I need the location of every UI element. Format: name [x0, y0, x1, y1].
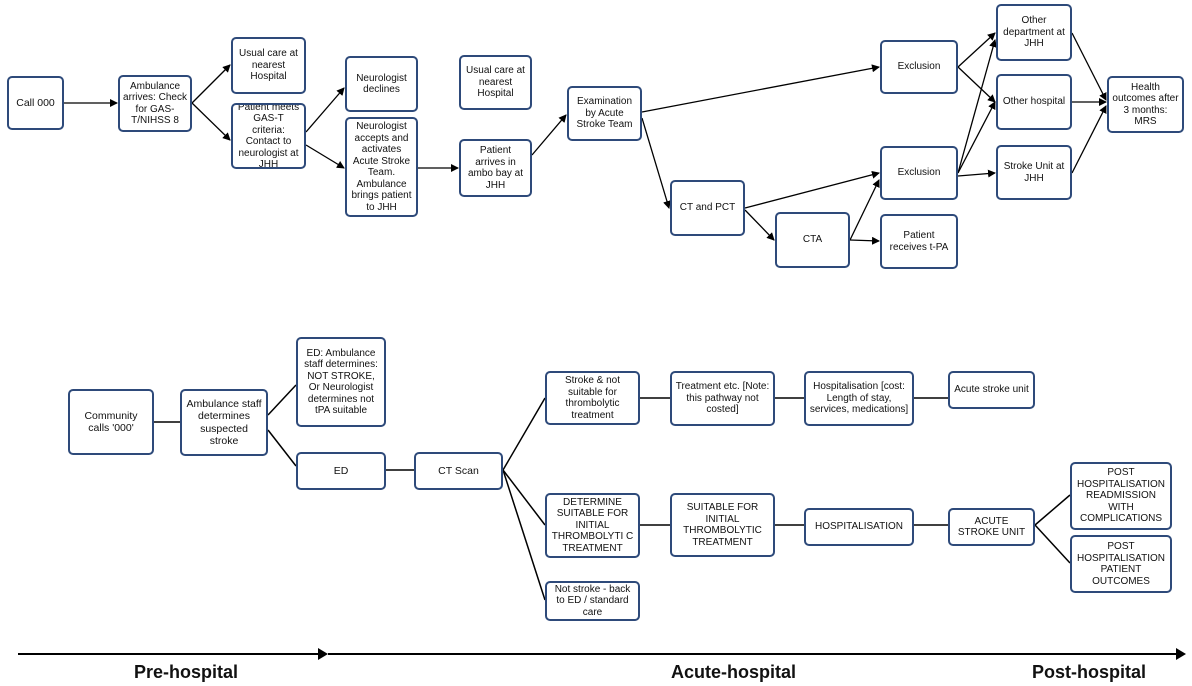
tpa-box: Patient receives t-PA: [880, 214, 958, 269]
ambulance-staff-box: Ambulance staff determines suspected str…: [180, 389, 268, 456]
ambulance-check-box: Ambulance arrives: Check for GAS-T/NIHSS…: [118, 75, 192, 132]
timeline-arrows: [18, 648, 1186, 660]
phase-label-acute-hospital: Acute-hospital: [671, 662, 797, 682]
not-stroke-box: Not stroke - back to ED / standard care: [545, 581, 640, 621]
stroke-not-suitable-box: Stroke & not suitable for thrombolytic t…: [545, 371, 640, 425]
acute-stroke-unit-box: Acute stroke unit: [948, 371, 1035, 409]
post-outcomes-box: POST HOSPITALISATION PATIENT OUTCOMES: [1070, 535, 1172, 593]
stroke-unit-jhh-box: Stroke Unit at JHH: [996, 145, 1072, 200]
health-outcomes-box: Health outcomes after 3 months: MRS: [1107, 76, 1184, 133]
ct-scan-box: CT Scan: [414, 452, 503, 490]
bottom-flow-lines: [154, 384, 1071, 601]
ct-pct-box: CT and PCT: [670, 180, 745, 236]
hospitalisation-box: HOSPITALISATION: [804, 508, 914, 546]
other-hospital-box: Other hospital: [996, 74, 1072, 130]
ed-not-stroke-box: ED: Ambulance staff determines: NOT STRO…: [296, 337, 386, 427]
community-calls-box: Community calls '000': [68, 389, 154, 455]
hospitalisation-cost-box: Hospitalisation [cost: Length of stay, s…: [804, 371, 914, 426]
cta-box: CTA: [775, 212, 850, 268]
call-000-box: Call 000: [7, 76, 64, 130]
ed-box: ED: [296, 452, 386, 490]
top-flow-arrows: [64, 32, 1107, 245]
other-department-box: Other department at JHH: [996, 4, 1072, 61]
exclusion-box-1: Exclusion: [880, 40, 958, 94]
acute-stroke-unit-caps-box: ACUTE STROKE UNIT: [948, 508, 1035, 546]
phase-label-post-hospital: Post-hospital: [1032, 662, 1147, 682]
phase-label-pre-hospital: Pre-hospital: [134, 662, 239, 682]
exam-acute-stroke-team-box: Examination by Acute Stroke Team: [567, 86, 642, 141]
usual-care-box-2: Usual care at nearest Hospital: [459, 55, 532, 110]
determine-suitable-box: DETERMINE SUITABLE FOR INITIAL THROMBOLY…: [545, 493, 640, 558]
usual-care-box-1: Usual care at nearest Hospital: [231, 37, 306, 94]
neurologist-accepts-box: Neurologist accepts and activates Acute …: [345, 117, 418, 217]
exclusion-box-2: Exclusion: [880, 146, 958, 200]
treatment-etc-box: Treatment etc. [Note: this pathway not c…: [670, 371, 775, 426]
ambo-bay-box: Patient arrives in ambo bay at JHH: [459, 139, 532, 197]
suitable-initial-box: SUITABLE FOR INITIAL THROMBOLYTIC TREATM…: [670, 493, 775, 557]
gast-criteria-box: Patient meets GAS-T criteria: Contact to…: [231, 103, 306, 169]
post-readmission-box: POST HOSPITALISATION READMISSION WITH CO…: [1070, 462, 1172, 530]
neurologist-declines-box: Neurologist declines: [345, 56, 418, 112]
